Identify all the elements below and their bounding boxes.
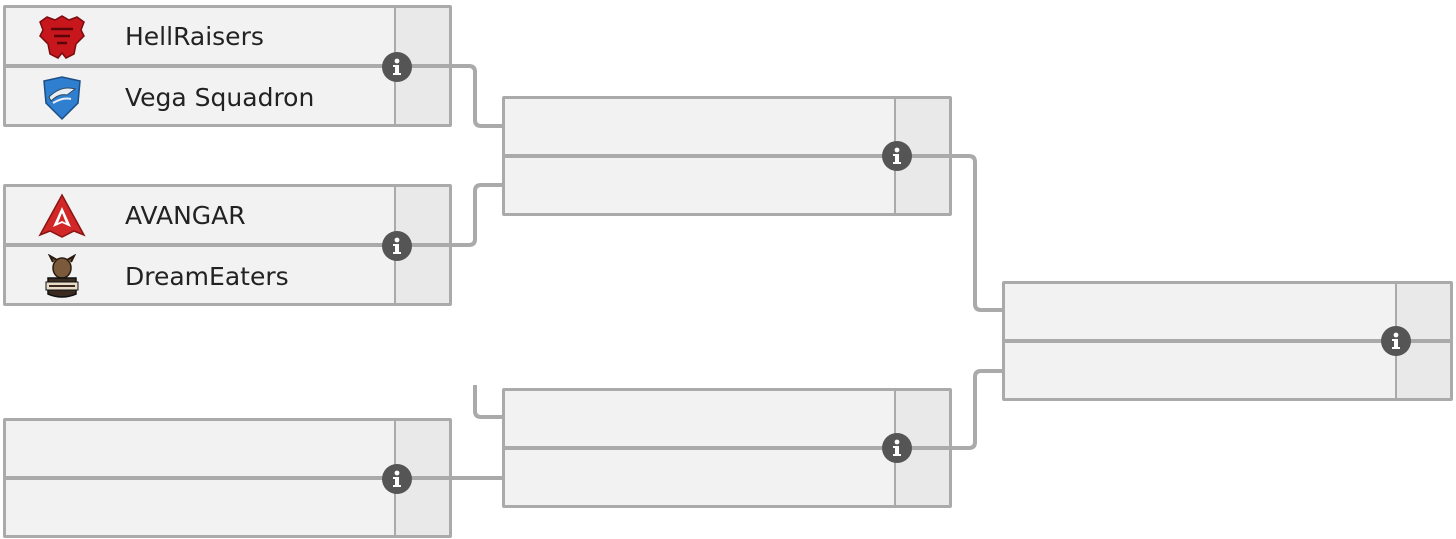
team-slot-empty[interactable] <box>1005 284 1395 341</box>
connector-r2m2-to-r3m1 <box>911 369 1005 450</box>
dreameaters-logo-icon <box>36 253 88 301</box>
match-r1-m2: AVANGAR DreamEaters <box>3 184 452 306</box>
connector-r1m2-to-r2m1 <box>411 183 505 247</box>
match-divider <box>505 446 949 450</box>
team-name: HellRaisers <box>125 22 264 51</box>
match-divider <box>6 64 449 68</box>
connector-stub-to-r2m2 <box>473 385 505 419</box>
team-slot-empty[interactable] <box>505 391 894 448</box>
info-icon[interactable] <box>382 231 412 261</box>
hellraisers-logo-icon <box>36 13 88 61</box>
match-divider <box>6 243 449 247</box>
info-icon[interactable] <box>382 52 412 82</box>
team-name: Vega Squadron <box>125 83 315 112</box>
match-r1-m1: HellRaisers Vega Squadron <box>3 5 452 127</box>
team-name: DreamEaters <box>125 262 289 291</box>
match-divider <box>1005 339 1450 343</box>
team-slot-avangar[interactable]: AVANGAR <box>6 187 394 244</box>
team-slot-vega-squadron[interactable]: Vega Squadron <box>6 69 394 126</box>
info-icon[interactable] <box>882 141 912 171</box>
team-slot-empty[interactable] <box>6 421 394 478</box>
team-slot-hellraisers[interactable]: HellRaisers <box>6 8 394 65</box>
vega-squadron-logo-icon <box>36 74 88 122</box>
team-slot-empty[interactable] <box>505 451 894 508</box>
team-slot-empty[interactable] <box>505 159 894 216</box>
team-slot-empty[interactable] <box>505 99 894 156</box>
team-slot-empty[interactable] <box>1005 344 1395 401</box>
match-r3-m1 <box>1002 281 1453 401</box>
team-name: AVANGAR <box>125 201 246 230</box>
info-icon[interactable] <box>882 433 912 463</box>
match-divider <box>6 476 449 480</box>
connector-r1m1-to-r2m1 <box>411 64 505 128</box>
info-icon[interactable] <box>1381 326 1411 356</box>
match-r2-m1 <box>502 96 952 216</box>
match-divider <box>505 154 949 158</box>
connector-r2m1-to-r3m1 <box>911 154 1005 312</box>
team-slot-empty[interactable] <box>6 481 394 538</box>
team-slot-dreameaters[interactable]: DreamEaters <box>6 248 394 305</box>
avangar-logo-icon <box>36 192 88 240</box>
info-icon[interactable] <box>382 464 412 494</box>
